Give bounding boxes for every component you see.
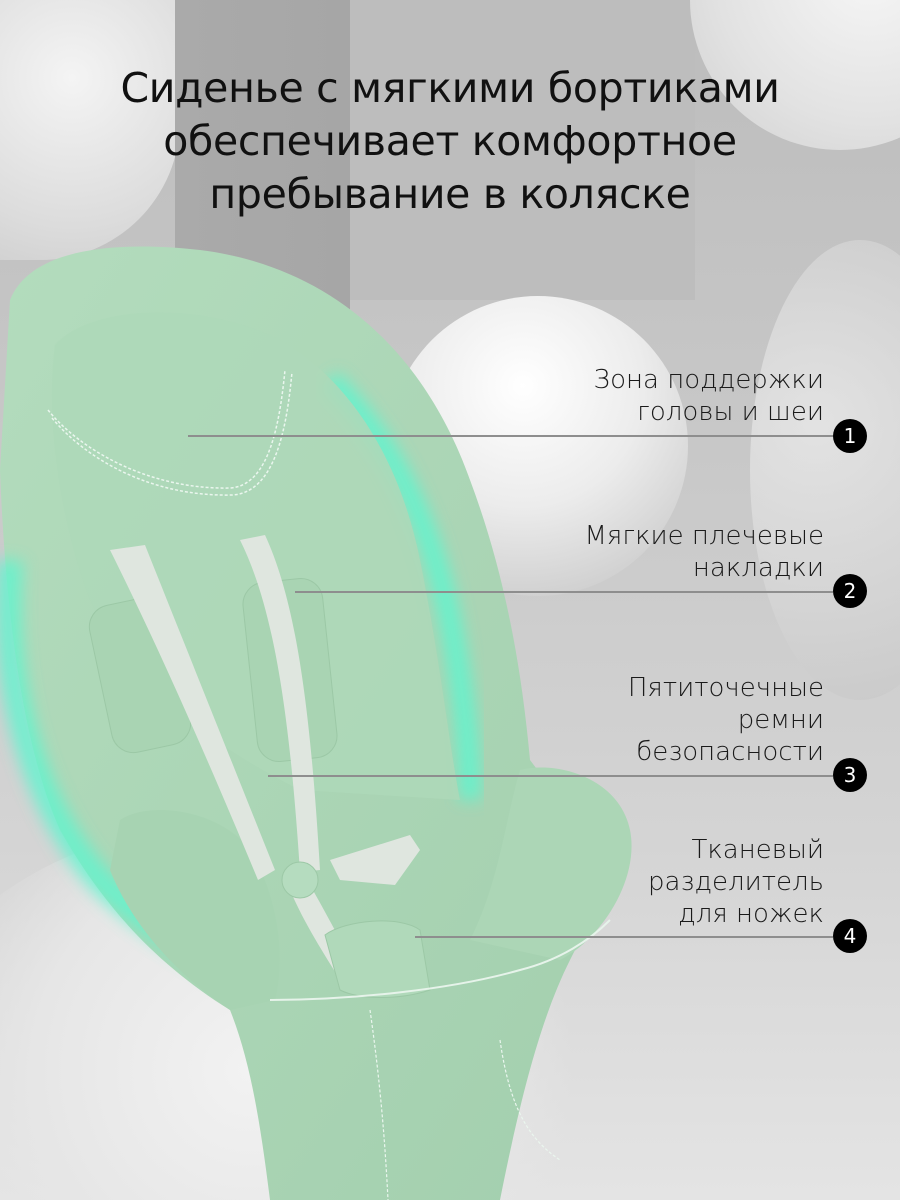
feature-badge-1: 1 [833, 419, 867, 453]
feature-4-line-1: Тканевый [691, 835, 824, 865]
harness-buckle [281, 861, 319, 899]
title-line-3: пребывание в коляске [209, 170, 691, 218]
right-bolster [470, 767, 632, 960]
background-panel [350, 0, 695, 300]
waist-strap [330, 835, 420, 885]
title-line-2: обеспечивает комфортное [163, 117, 737, 165]
feature-3-line-3: безопасности [636, 737, 824, 767]
right-shoulder-strap [240, 535, 320, 872]
feature-1-line-2: головы и шеи [637, 397, 824, 427]
leader-line-2 [295, 591, 833, 593]
feature-1-line-1: Зона поддержки [593, 365, 824, 395]
left-shoulder-strap [110, 545, 275, 880]
feature-3-line-2: ремни [737, 705, 824, 735]
feature-4-line-2: разделитель [647, 867, 824, 897]
feature-badge-2: 2 [833, 574, 867, 608]
feature-3-line-1: Пятиточечные [627, 673, 824, 703]
feature-label-2: Мягкие плечевые накладки [584, 520, 824, 584]
leader-line-4 [415, 936, 833, 938]
leader-line-3 [268, 775, 833, 777]
feature-4-line-3: для ножек [678, 899, 824, 929]
feature-label-4: Тканевый разделитель для ножек [648, 834, 824, 930]
feature-label-3: Пятиточечные ремни безопасности [628, 672, 824, 768]
feature-badge-3: 3 [833, 758, 867, 792]
feature-label-1: Зона поддержки головы и шеи [594, 364, 824, 428]
feature-badge-4: 4 [833, 919, 867, 953]
leader-line-1 [188, 435, 833, 437]
leg-divider [324, 920, 431, 998]
left-bolster [110, 810, 280, 1010]
feature-2-line-2: накладки [692, 553, 824, 583]
feature-2-line-1: Мягкие плечевые [584, 521, 824, 551]
page-title: Сиденье с мягкими бортиками обеспечивает… [0, 62, 900, 221]
head-zone-stitching [47, 369, 286, 489]
title-line-1: Сиденье с мягкими бортиками [120, 64, 780, 112]
